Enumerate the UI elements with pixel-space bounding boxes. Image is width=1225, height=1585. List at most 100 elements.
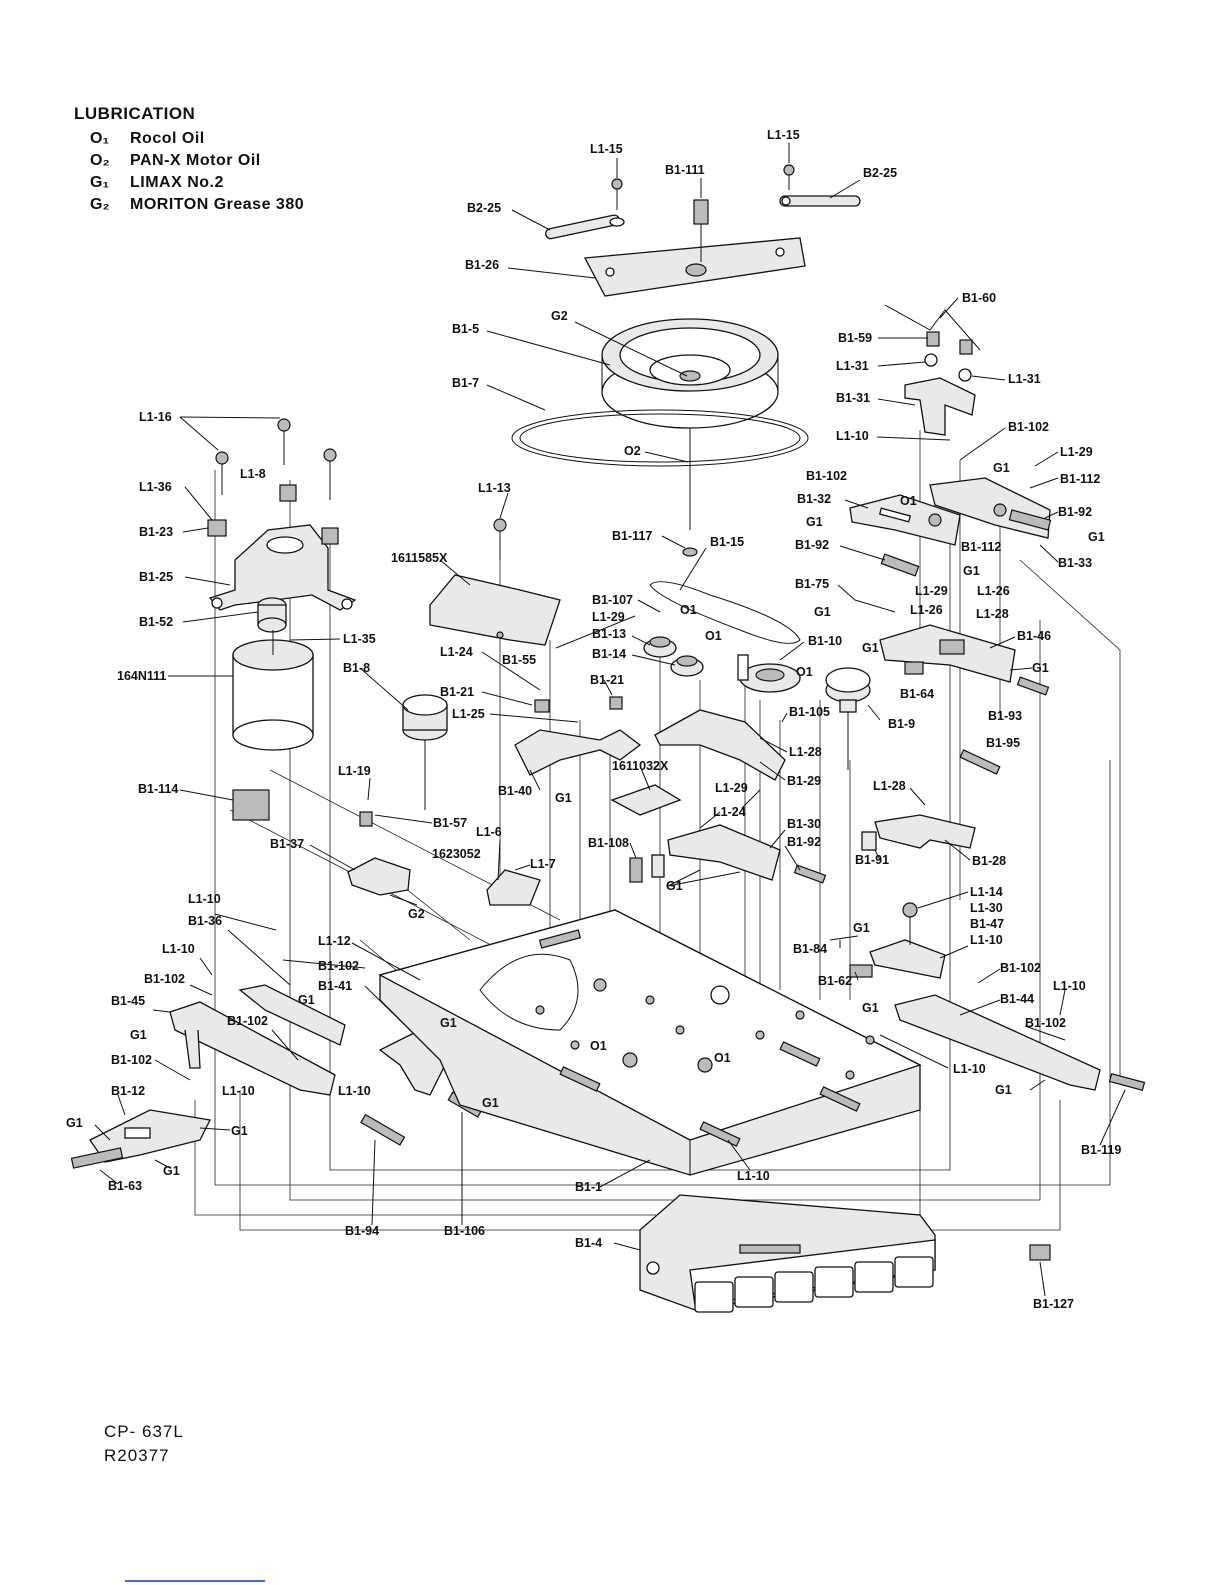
label-b1-33: B1-33 [1058,556,1092,570]
label-b1-112: B1-112 [961,540,1001,554]
label-b1-13: B1-13 [592,627,626,641]
label-l1-29: L1-29 [915,584,948,598]
lubrication-legend: LUBRICATION O₁ Rocol Oil O₂ PAN-X Motor … [74,104,304,218]
lubrication-name: MORITON Grease 380 [130,196,305,213]
reel-b1-10 [737,654,801,693]
label-l1-10: L1-10 [162,942,195,956]
spring-b1-92-lower [793,864,827,884]
lubrication-name: Rocol Oil [130,130,205,147]
label-b1-105: B1-105 [789,705,830,719]
label-g1: G1 [482,1096,499,1110]
pulley-b1-52 [257,597,287,633]
lever-b1-30 [667,824,781,881]
label-g1: G1 [163,1164,180,1178]
pin-b1-84 [829,935,859,941]
label-g1: G1 [66,1116,83,1130]
label-l1-12: L1-12 [318,934,351,948]
plate-1611032x [610,784,682,816]
model-number: CP- 637L [104,1422,184,1441]
label-l1-28: L1-28 [789,745,822,759]
lubrication-title: LUBRICATION [74,104,196,123]
label-b1-31: B1-31 [836,391,870,405]
label-l1-29: L1-29 [715,781,748,795]
label-l1-24: L1-24 [713,805,746,819]
label-b1-15: B1-15 [710,535,744,549]
label-l1-10: L1-10 [970,933,1003,947]
pin-b1-75 [854,599,896,613]
label-l1-26: L1-26 [977,584,1010,598]
spring-b1-92-right [1008,509,1052,531]
block-b1-91 [861,831,877,851]
label-b1-9: B1-9 [888,717,915,731]
label-b1-92: B1-92 [787,835,821,849]
chassis-b1-1 [378,909,922,1176]
label-l1-8: L1-8 [240,467,266,481]
label-b1-75: B1-75 [795,577,829,591]
label-b1-26: B1-26 [465,258,499,272]
washer-b1-117 [682,547,698,557]
label-l1-15: L1-15 [590,142,623,156]
spring-b1-111 [693,199,709,262]
label-b1-7: B1-7 [452,376,479,390]
bar-b1-36 [238,984,346,1046]
label-o1: O1 [705,629,722,643]
label-l1-26: L1-26 [910,603,943,617]
label-b1-8: B1-8 [343,661,370,675]
belt-b1-15 [649,581,801,644]
label-b1-30: B1-30 [787,817,821,831]
label-164n111: 164N111 [117,669,166,683]
label-b1-127: B1-127 [1033,1297,1074,1311]
keyboard-b1-4 [639,1194,936,1313]
document-number: CP- 637L R20377 [104,1420,184,1468]
label-g1: G1 [995,1083,1012,1097]
capstan-b1-14 [670,655,704,677]
label-o1: O1 [900,494,917,508]
lubrication-item: G₂ MORITON Grease 380 [74,196,304,218]
reference-number: R20377 [104,1446,170,1465]
label-b1-102: B1-102 [1000,961,1041,975]
label-l1-16: L1-16 [139,410,172,424]
label-l1-28: L1-28 [873,779,906,793]
label-l1-36: L1-36 [139,480,172,494]
cover-1611585x [429,574,561,646]
label-b1-95: B1-95 [986,736,1020,750]
label-l1-35: L1-35 [343,632,376,646]
spring-b1-92-mid [880,553,920,577]
label-b1-93: B1-93 [988,709,1022,723]
spring-b1-59 [926,331,940,347]
spring-b1-93 [1016,676,1050,696]
label-b2-25: B2-25 [467,201,501,215]
capstan-b1-13 [643,636,677,658]
label-l1-10: L1-10 [222,1084,255,1098]
label-g1: G1 [993,461,1010,475]
bracket-b1-29 [654,709,786,781]
label-b1-63: B1-63 [108,1179,142,1193]
plate-b1-44 [894,994,1101,1091]
label-b1-94: B1-94 [345,1224,379,1238]
label-b1-64: B1-64 [900,687,934,701]
pad-b1-114 [232,789,270,821]
reel-b1-9 [825,667,871,770]
part-1623052 [486,869,541,906]
label-l1-30: L1-30 [970,901,1003,915]
label-b1-102: B1-102 [318,959,359,973]
block-b1-21-right [609,696,623,710]
flywheel-b1-5 [601,318,779,530]
label-l1-7: L1-7 [530,857,556,871]
label-b1-107: B1-107 [592,593,633,607]
label-b1-84: B1-84 [793,942,827,956]
label-l1-10: L1-10 [836,429,869,443]
motor-164n111 [232,630,314,751]
label-o1: O1 [680,603,697,617]
label-b1-102: B1-102 [144,972,185,986]
label-b1-102: B1-102 [1025,1016,1066,1030]
label-g1: G1 [1088,530,1105,544]
label-b1-14: B1-14 [592,647,626,661]
spring-b1-64 [904,661,924,675]
label-l1-29: L1-29 [1060,445,1093,459]
plate-b1-37 [347,857,411,896]
part-labels: L1-15 L1-15 B1-111 B2-25 B2-25 B1-26 G2 … [66,128,1121,1311]
label-b1-55: B1-55 [502,653,536,667]
pad-b1-127 [1029,1244,1051,1261]
